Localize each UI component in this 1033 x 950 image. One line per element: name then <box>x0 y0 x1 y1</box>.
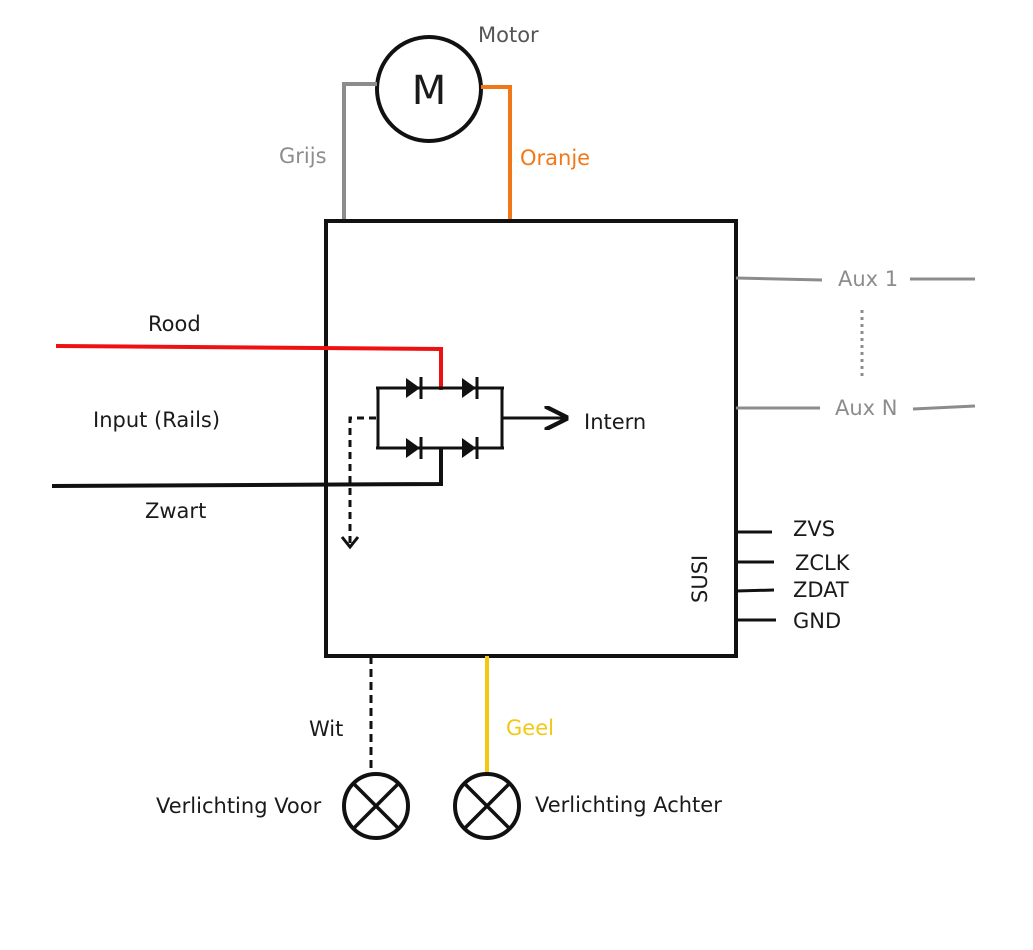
motor-symbol-letter: M <box>412 68 447 114</box>
auxn-label: Aux N <box>835 396 898 420</box>
front-lamp-label: Verlichting Voor <box>156 794 322 818</box>
dashed-arrow-head-icon <box>340 536 360 550</box>
susi-pin-zvs: ZVS <box>793 517 835 541</box>
susi-label: SUSI <box>688 555 712 603</box>
diode-top-left-icon <box>406 377 423 399</box>
motor: M Motor <box>375 23 539 143</box>
diode-top-right-icon <box>462 377 479 399</box>
susi-pin-zdat-wire <box>735 588 775 593</box>
grey-motor-wire <box>342 82 377 222</box>
yellow-wire-label: Geel <box>506 716 554 740</box>
motor-label: Motor <box>478 23 539 47</box>
input-rails-label: Input (Rails) <box>93 408 220 432</box>
rear-lamp-icon <box>453 772 521 840</box>
grey-wire-label: Grijs <box>279 144 327 168</box>
red-input-wire <box>55 344 443 390</box>
dashed-return-path <box>348 416 376 543</box>
susi-pin-zclk: ZCLK <box>795 551 851 575</box>
aux1-label: Aux 1 <box>838 267 898 291</box>
intern-label: Intern <box>584 410 646 434</box>
decoder-box <box>324 219 738 658</box>
rear-lamp-label: Verlichting Achter <box>535 793 722 817</box>
front-lamp-icon <box>342 772 410 840</box>
diode-bottom-right-icon <box>462 437 479 459</box>
auxn-wire-right <box>912 404 976 411</box>
diode-bottom-left-icon <box>406 437 423 459</box>
rectifier-bridge <box>376 377 504 459</box>
orange-motor-wire <box>481 85 512 222</box>
red-wire-label: Rood <box>148 312 201 336</box>
susi-pin-gnd: GND <box>793 609 841 633</box>
black-input-wire <box>51 448 443 488</box>
white-wire-label: Wit <box>309 717 343 741</box>
aux1-wire-left <box>735 276 823 282</box>
orange-wire-label: Oranje <box>520 146 590 170</box>
susi-pin-zdat: ZDAT <box>793 578 849 602</box>
black-wire-label: Zwart <box>145 499 206 523</box>
